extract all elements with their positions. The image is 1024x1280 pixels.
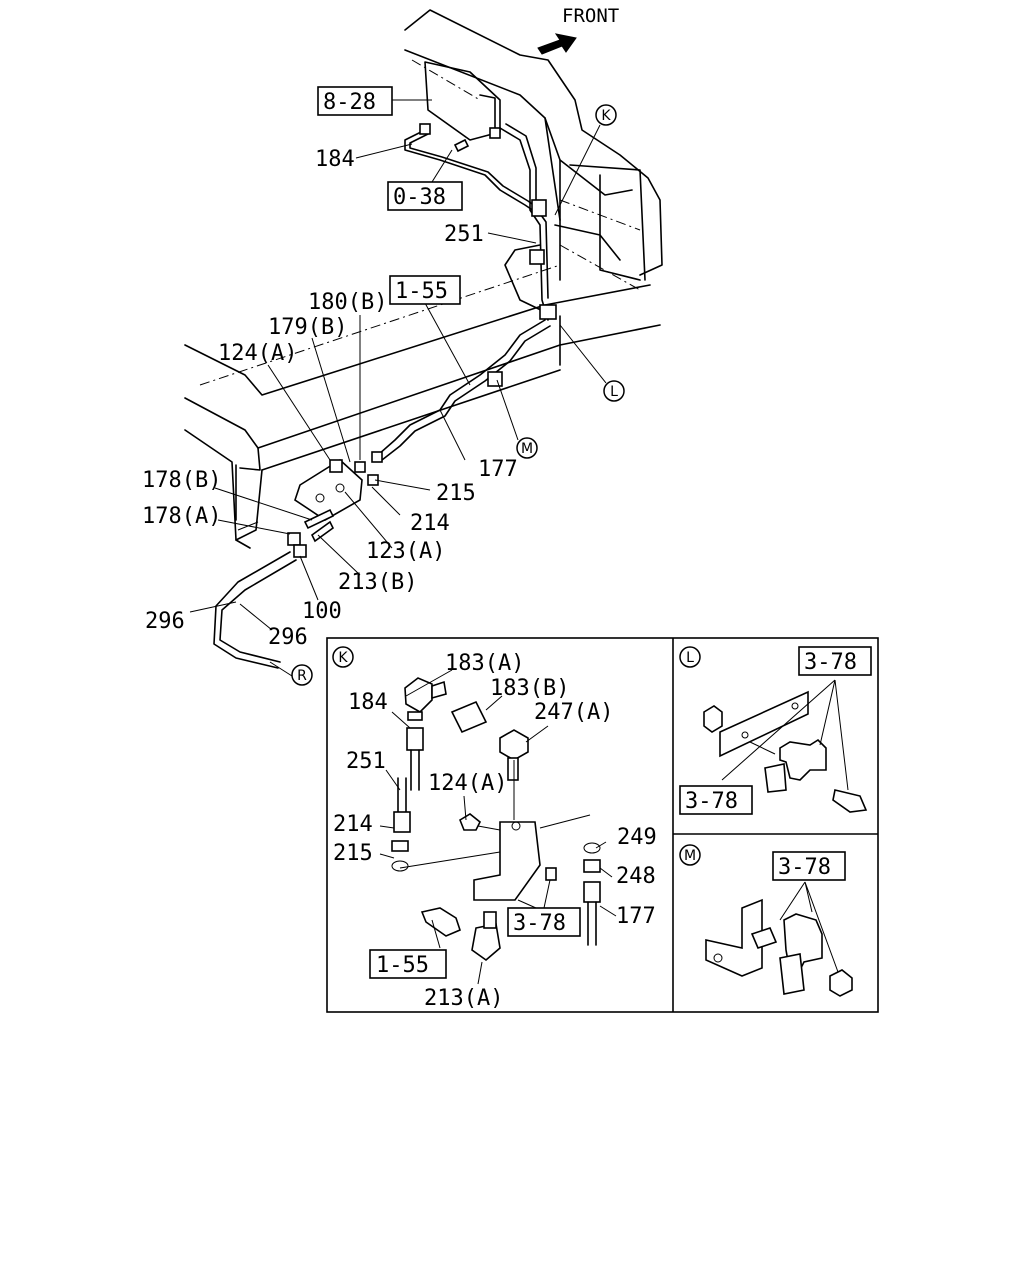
k-part-248: 248	[616, 864, 656, 889]
svg-text:R: R	[297, 668, 307, 684]
part-214: 214	[410, 511, 450, 536]
callout-m-3-78: 3-78	[772, 851, 846, 881]
callout-l-3-78-top: 3-78	[798, 646, 872, 676]
part-100: 100	[302, 599, 342, 624]
marker-k: K	[595, 104, 617, 126]
part-251: 251	[444, 222, 484, 247]
part-215: 215	[436, 481, 476, 506]
svg-text:L: L	[686, 650, 694, 666]
svg-text:0-38: 0-38	[393, 185, 446, 210]
part-296-right: 296	[268, 625, 308, 650]
brake-pipes	[213, 123, 561, 669]
svg-text:3-78: 3-78	[685, 789, 738, 814]
svg-text:1-55: 1-55	[376, 953, 429, 978]
svg-text:1-55: 1-55	[395, 279, 448, 304]
svg-text:3-78: 3-78	[513, 911, 566, 936]
svg-text:3-78: 3-78	[778, 855, 831, 880]
k-part-184: 184	[348, 690, 388, 715]
detail-m-marker: M	[679, 844, 701, 866]
part-180b: 180(B)	[308, 290, 387, 315]
k-part-183a: 183(A)	[445, 651, 524, 676]
part-184: 184	[315, 147, 355, 172]
part-213b: 213(B)	[338, 570, 417, 595]
svg-text:8-28: 8-28	[323, 90, 376, 115]
fittings	[287, 123, 557, 558]
k-part-247a: 247(A)	[534, 700, 613, 725]
marker-r: R	[291, 664, 313, 686]
leader-lines	[189, 99, 607, 677]
callout-1-55: 1-55	[389, 275, 461, 305]
callout-k-1-55: 1-55	[369, 949, 447, 979]
part-296-left: 296	[145, 609, 185, 634]
part-179b: 179(B)	[268, 315, 347, 340]
part-124a: 124(A)	[218, 341, 297, 366]
cab-frame	[404, 9, 663, 291]
callout-k-3-78: 3-78	[507, 907, 581, 937]
svg-text:3-78: 3-78	[804, 650, 857, 675]
k-part-213a: 213(A)	[424, 986, 503, 1011]
k-part-215: 215	[333, 841, 373, 866]
marker-l: L	[603, 380, 625, 402]
detail-m: M 3-78	[679, 844, 853, 997]
detail-k-marker: K	[332, 646, 354, 668]
part-123a: 123(A)	[366, 539, 445, 564]
chassis-frame	[184, 264, 661, 549]
detail-panels-frame	[326, 637, 879, 1013]
front-label: FRONT	[562, 5, 619, 27]
svg-text:K: K	[601, 108, 611, 124]
callout-l-3-78-bottom: 3-78	[679, 785, 753, 815]
callout-8-28: 8-28	[317, 86, 393, 116]
detail-l-marker: L	[679, 646, 701, 668]
part-178a: 178(A)	[142, 504, 221, 529]
svg-text:M: M	[521, 441, 533, 457]
k-part-177: 177	[616, 904, 656, 929]
part-178b: 178(B)	[142, 468, 221, 493]
k-part-214: 214	[333, 812, 373, 837]
k-part-249: 249	[617, 825, 657, 850]
detail-l: L 3-78 3-78	[679, 646, 872, 815]
k-part-183b: 183(B)	[490, 676, 569, 701]
detail-k: K	[332, 646, 657, 1011]
marker-m: M	[516, 437, 538, 459]
callout-0-38: 0-38	[387, 181, 463, 211]
svg-text:L: L	[610, 384, 618, 400]
svg-text:K: K	[338, 650, 348, 666]
k-part-124a: 124(A)	[428, 771, 507, 796]
part-177: 177	[478, 457, 518, 482]
k-part-251: 251	[346, 749, 386, 774]
svg-text:M: M	[684, 848, 696, 864]
front-arrow-icon	[537, 33, 577, 55]
